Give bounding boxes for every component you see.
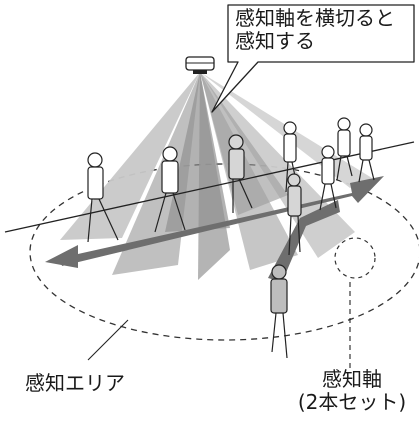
detection-axis-circle	[334, 237, 376, 279]
walking-person-icon	[336, 117, 353, 181]
detection-axis-label-line-2: (2本セット)	[297, 390, 407, 414]
walking-person-icon	[270, 264, 288, 359]
walking-person-icon	[319, 145, 337, 211]
area-leader-line	[87, 319, 129, 361]
detection-axis-label-line-1: 感知軸	[322, 367, 382, 391]
detection-axis-line	[4, 141, 415, 233]
walking-person-icon	[287, 173, 302, 256]
walking-person-icon	[87, 152, 119, 243]
walking-direction-arrow	[45, 176, 384, 282]
callout-bubble	[211, 4, 415, 113]
detection-axis-label: 感知軸 (2本セット)	[292, 368, 412, 414]
walking-person-icon	[228, 134, 253, 213]
callout-line-1: 感知軸を横切ると	[235, 6, 395, 30]
callout-text: 感知軸を横切ると 感知する	[235, 7, 410, 53]
walking-person-icon	[154, 146, 186, 233]
callout-line-2: 感知する	[235, 29, 315, 53]
walking-person-icon	[358, 123, 375, 183]
walking-person-icon	[283, 121, 299, 193]
ceiling-sensor-icon	[185, 56, 215, 74]
detection-area-label: 感知エリア	[25, 371, 125, 395]
